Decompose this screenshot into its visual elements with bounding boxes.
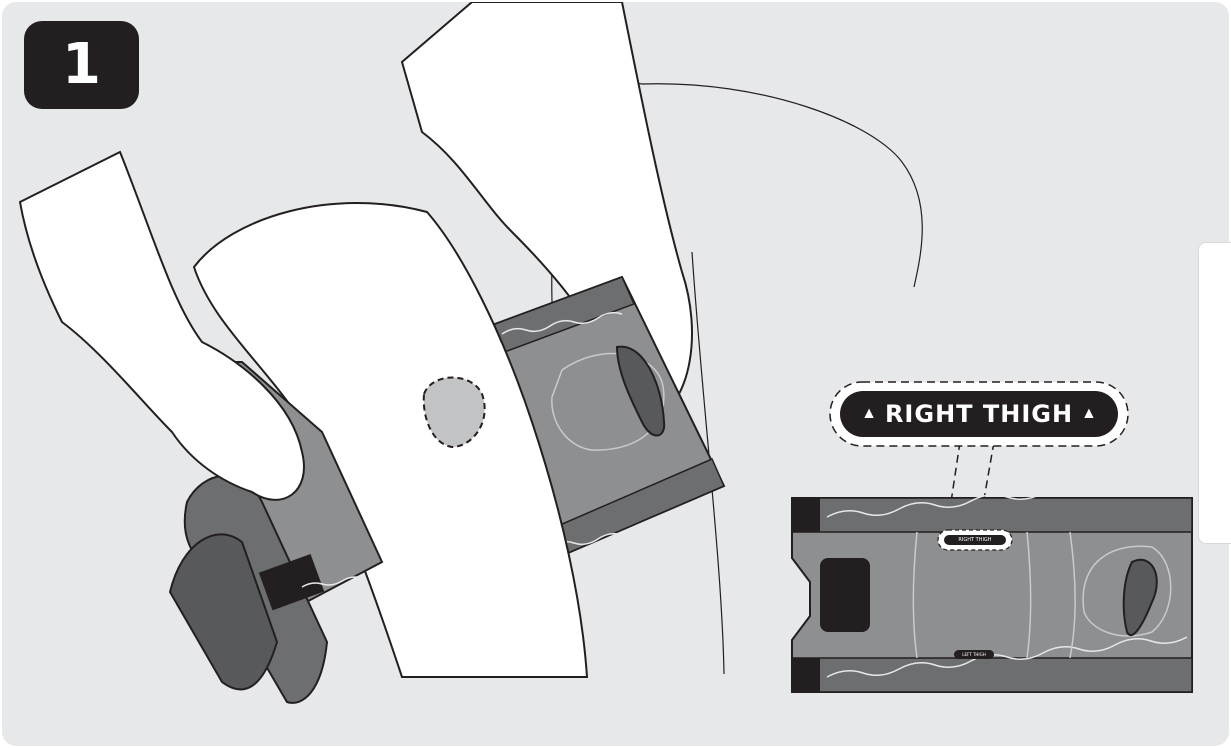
- small-left-thigh-label: LEFT THIGH: [954, 650, 994, 659]
- small-right-thigh-label: RIGHT THIGH: [944, 535, 1006, 545]
- right-thigh-label: ▲ RIGHT THIGH ▲: [842, 395, 1116, 433]
- arrow-up-icon: ▲: [1081, 405, 1097, 423]
- side-tab[interactable]: [1198, 242, 1231, 544]
- right-thigh-text: RIGHT THIGH: [885, 400, 1073, 428]
- step-number-badge: 1: [24, 21, 139, 109]
- arrow-up-icon: ▲: [861, 405, 877, 423]
- step-number: 1: [62, 37, 101, 93]
- flat-brace-diagram: [792, 477, 1192, 692]
